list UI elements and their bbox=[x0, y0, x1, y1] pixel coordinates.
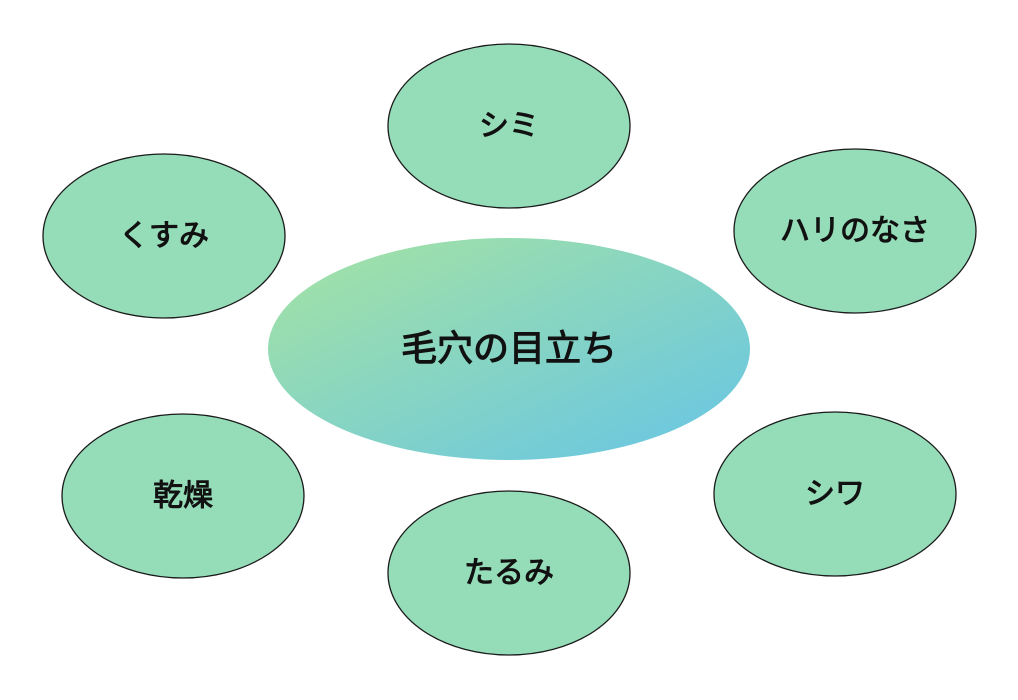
node-shimi-shape bbox=[387, 43, 631, 209]
node-shimi: シミ bbox=[387, 43, 631, 209]
node-tarumi-label: たるみ bbox=[464, 556, 554, 591]
node-tarumi: たるみ bbox=[387, 490, 631, 656]
node-kansou-shape bbox=[61, 413, 305, 579]
node-kusumi-shape bbox=[42, 153, 286, 319]
node-kusumi-label: くすみ bbox=[119, 219, 209, 254]
node-kusumi: くすみ bbox=[42, 153, 286, 319]
node-kansou-label: 乾燥 bbox=[153, 479, 214, 514]
node-shimi-label: シミ bbox=[479, 109, 539, 144]
node-harinonasa-label: ハリのなさ bbox=[780, 214, 930, 249]
node-shiwa-label: シワ bbox=[805, 477, 865, 512]
node-harinonasa-shape bbox=[733, 148, 977, 314]
center-node: 毛穴の目立ち bbox=[268, 238, 750, 460]
node-tarumi-shape bbox=[387, 490, 631, 656]
center-node-shape bbox=[268, 238, 750, 460]
center-node-label: 毛穴の目立ち bbox=[401, 329, 617, 370]
node-shiwa: シワ bbox=[713, 411, 957, 577]
node-kansou: 乾燥 bbox=[61, 413, 305, 579]
node-harinonasa: ハリのなさ bbox=[733, 148, 977, 314]
node-shiwa-shape bbox=[713, 411, 957, 577]
